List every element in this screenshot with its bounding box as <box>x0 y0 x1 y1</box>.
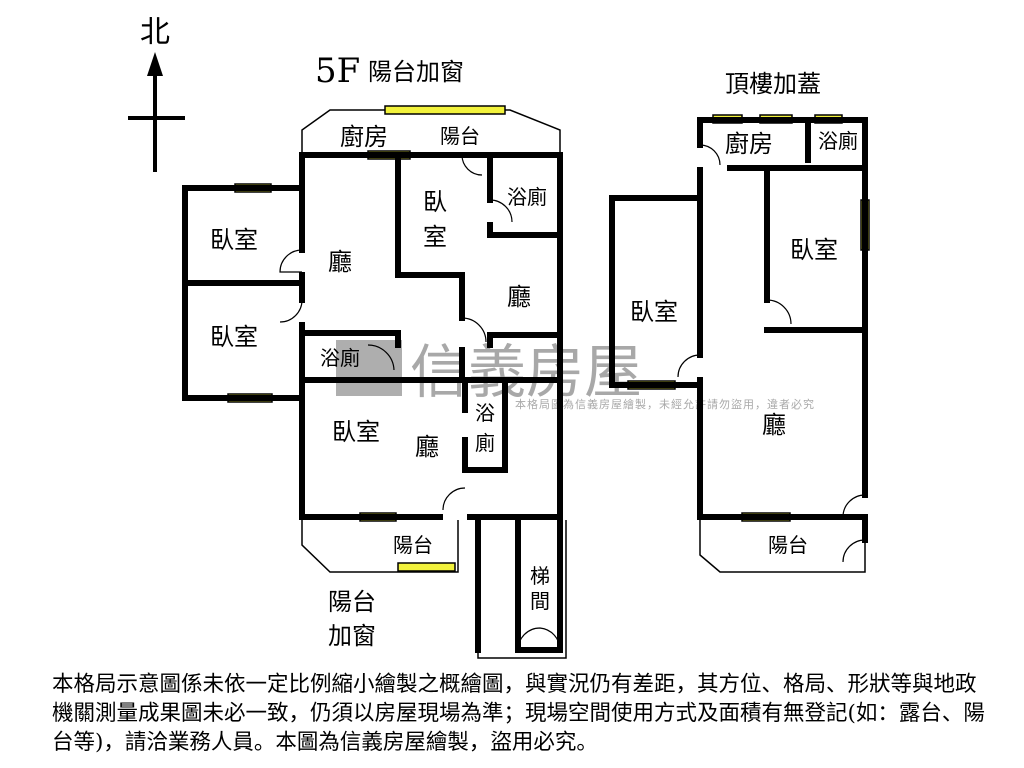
rooftop-plan <box>609 114 870 573</box>
watermark-brand: 信義房屋 <box>410 338 642 406</box>
room-balcony-bottom: 陽台 <box>393 533 433 557</box>
rooftop-room-kitchen: 廚房 <box>725 130 773 158</box>
rooftop-room-living: 廳 <box>762 411 786 439</box>
room-living-left: 廳 <box>328 248 352 276</box>
room-stair-1: 梯 <box>530 564 550 588</box>
room-living-bottom: 廳 <box>415 433 439 461</box>
rooftop-room-balcony: 陽台 <box>768 533 808 557</box>
label-top-balcony-window: 陽台加窗 <box>368 58 464 86</box>
room-bedroom-center-2: 室 <box>423 223 447 251</box>
room-bath-ne: 浴廁 <box>507 185 547 209</box>
rooftop-room-bath: 浴廁 <box>818 129 858 153</box>
disclaimer-text: 本格局示意圖係未依一定比例縮小繪製之概繪圖，與實況仍有差距，其方位、格局、形狀等… <box>52 672 985 755</box>
rooftop-title: 頂樓加蓋 <box>725 70 821 98</box>
north-label: 北 <box>140 15 170 50</box>
room-kitchen: 廚房 <box>340 123 388 151</box>
north-arrow-icon <box>128 52 185 172</box>
rooftop-room-bedroom-right: 臥室 <box>790 236 838 264</box>
floor-5f-title: 5F <box>315 51 360 91</box>
label-bottom-balcony-window-1: 陽台 <box>328 588 376 616</box>
room-bath-small-1: 浴 <box>475 401 495 425</box>
watermark: 信義房屋 本格局圖為信義房屋繪製，未經允許請勿盜用，違者必究 <box>336 338 815 411</box>
room-stair-2: 間 <box>530 589 550 613</box>
room-bath-small-2: 廁 <box>475 431 495 455</box>
room-bedroom-nw1: 臥室 <box>210 226 258 254</box>
room-bedroom-center: 臥 <box>423 188 447 216</box>
room-living-right: 廳 <box>507 283 531 311</box>
watermark-notice: 本格局圖為信義房屋繪製，未經允許請勿盜用，違者必究 <box>515 397 815 411</box>
room-bedroom-nw2: 臥室 <box>210 323 258 351</box>
rooftop-room-bedroom-left: 臥室 <box>630 298 678 326</box>
room-bedroom-sw: 臥室 <box>332 418 380 446</box>
floor-5f-plan <box>182 105 567 659</box>
label-bottom-balcony-window-2: 加窗 <box>328 622 376 650</box>
watermark-logo-icon <box>336 340 402 396</box>
room-bath-mid: 浴廁 <box>320 346 360 370</box>
room-balcony-top: 陽台 <box>440 124 480 148</box>
